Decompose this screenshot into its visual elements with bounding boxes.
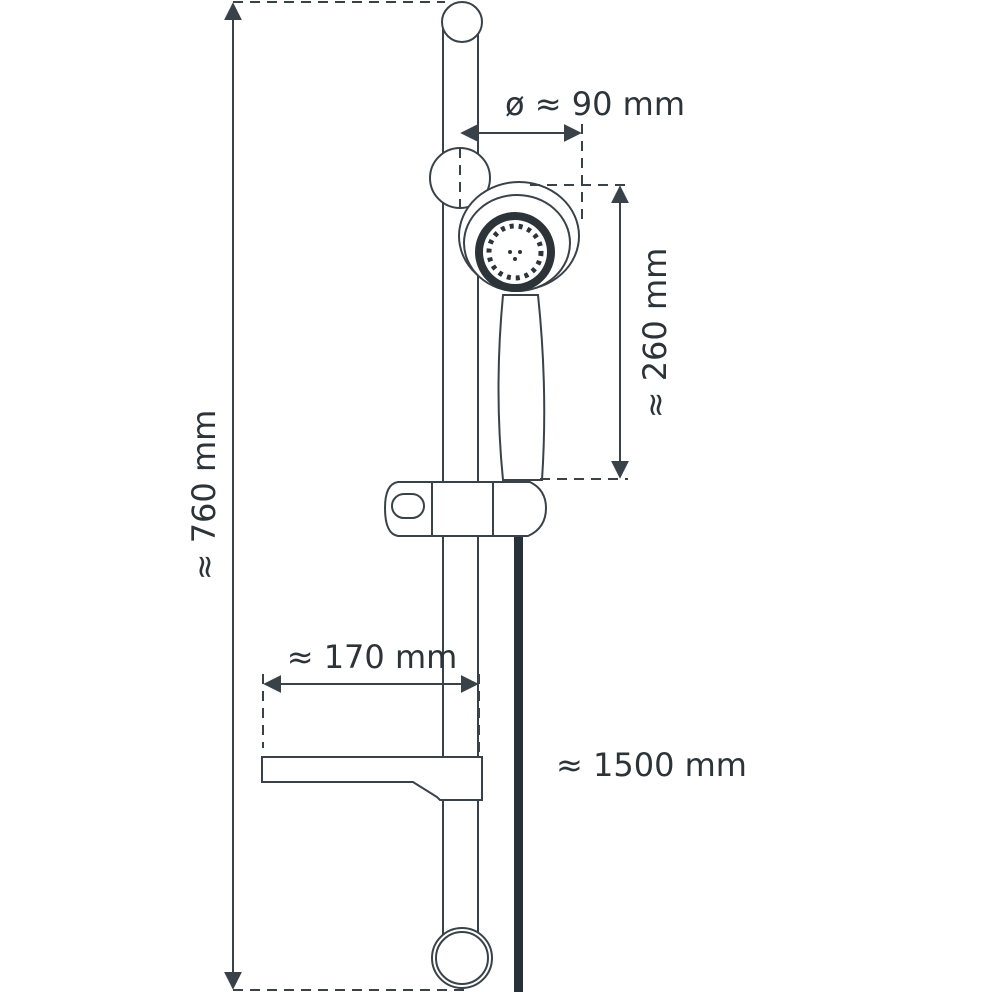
shower-handle (497, 294, 546, 481)
soap-dish (261, 756, 483, 801)
shower-head (458, 181, 580, 292)
soap-dish-depth-label: ≈ 170 mm (287, 638, 458, 676)
hose-length-label: ≈ 1500 mm (556, 746, 747, 784)
head-diameter-label: ø ≈ 90 mm (505, 85, 685, 123)
total-height-label: ≈ 760 mm (185, 410, 223, 581)
shower-hose (514, 530, 523, 992)
handshower-length-label: ≈ 260 mm (636, 248, 674, 419)
slider-holder (383, 481, 548, 537)
